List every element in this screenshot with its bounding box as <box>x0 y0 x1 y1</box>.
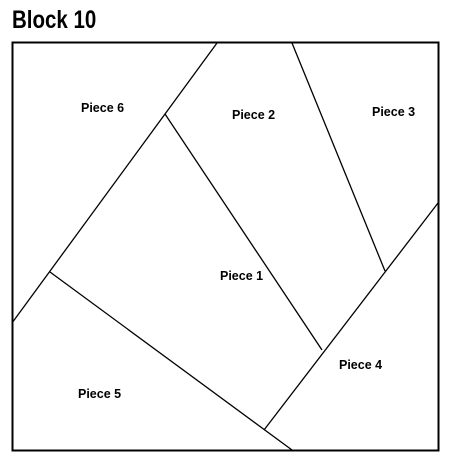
block-title: Block 10 <box>12 6 97 34</box>
block-border <box>11 41 440 452</box>
seam-line-piece5-diagonal <box>49 271 293 451</box>
label-piece-1: Piece 1 <box>220 269 263 283</box>
label-piece-4: Piece 4 <box>339 358 382 372</box>
seam-line-piece4-diagonal <box>263 202 439 431</box>
label-piece-3: Piece 3 <box>372 105 415 119</box>
label-piece-5: Piece 5 <box>78 387 121 401</box>
seam-line-piece2-piece3 <box>291 42 386 272</box>
label-piece-2: Piece 2 <box>232 108 275 122</box>
seam-line-piece6-diagonal <box>11 42 218 324</box>
label-piece-6: Piece 6 <box>81 101 124 115</box>
seam-line-piece1-piece2 <box>164 113 323 351</box>
